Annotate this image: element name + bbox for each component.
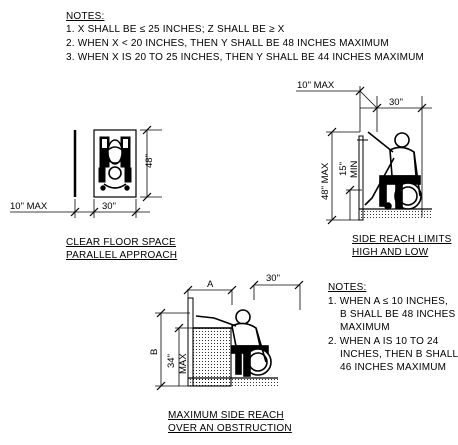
notes-bottom-item-1c: MAXIMUM (340, 322, 390, 333)
parallel-caption-line2: PARALLEL APPROACH (66, 250, 178, 261)
parallel-width-label: 30" (102, 201, 116, 212)
wheelchair-user-obstruction-icon (195, 309, 272, 377)
side-reach-high-label: 48" MAX (320, 162, 331, 200)
notes-top-item-1: 1. X SHALL BE ≤ 25 INCHES; Z SHALL BE ≥ … (66, 24, 285, 35)
notes-top-item-2: 2. WHEN X < 20 INCHES, THEN Y SHALL BE 4… (66, 38, 389, 49)
side-reach-caption-line2: HIGH AND LOW (352, 247, 429, 258)
obstruction-width-label: 30" (266, 273, 280, 284)
notes-top-heading: NOTES: (66, 11, 105, 22)
obstruction-34-value: 34" (166, 354, 177, 368)
obstruction-34-label: MAX (178, 353, 189, 374)
obstruction-caption-line2: OVER AN OBSTRUCTION (168, 423, 292, 434)
parallel-height-label: 48" (144, 154, 155, 168)
side-reach-width-label: 30" (389, 97, 403, 108)
wheelchair-user-side-reach-icon (364, 131, 422, 210)
notes-bottom-item-1: 1. WHEN A ≤ 10 INCHES, (328, 296, 448, 307)
notes-bottom-item-2: 2. WHEN A IS 10 TO 24 (328, 336, 439, 347)
notes-top-item-3: 3. WHEN X IS 20 TO 25 INCHES, THEN Y SHA… (66, 52, 425, 63)
obstruction-caption-line1: MAXIMUM SIDE REACH (168, 410, 284, 421)
wheelchair-top-view-icon (98, 136, 132, 191)
parallel-approach-figure (10, 125, 162, 218)
side-reach-max-label: 10" MAX (297, 80, 335, 91)
side-reach-low-label: MIN (349, 160, 360, 178)
notes-bottom-item-2b: INCHES, THEN B SHALL (340, 349, 458, 360)
obstruction-reach-figure (155, 280, 304, 391)
parallel-max-label: 10" MAX (10, 201, 48, 212)
notes-bottom-item-2c: 46 INCHES MAXIMUM (340, 362, 447, 373)
side-reach-low-value: 15" (338, 162, 349, 176)
parallel-caption-line1: CLEAR FLOOR SPACE (66, 237, 176, 248)
obstruction-a-label: A (207, 279, 214, 290)
side-reach-figure (296, 86, 432, 225)
obstruction-b-label: B (149, 349, 160, 355)
notes-bottom-item-1b: B SHALL BE 48 INCHES (340, 309, 456, 320)
side-reach-caption-line1: SIDE REACH LIMITS (352, 234, 452, 245)
notes-bottom-heading: NOTES: (328, 282, 367, 293)
